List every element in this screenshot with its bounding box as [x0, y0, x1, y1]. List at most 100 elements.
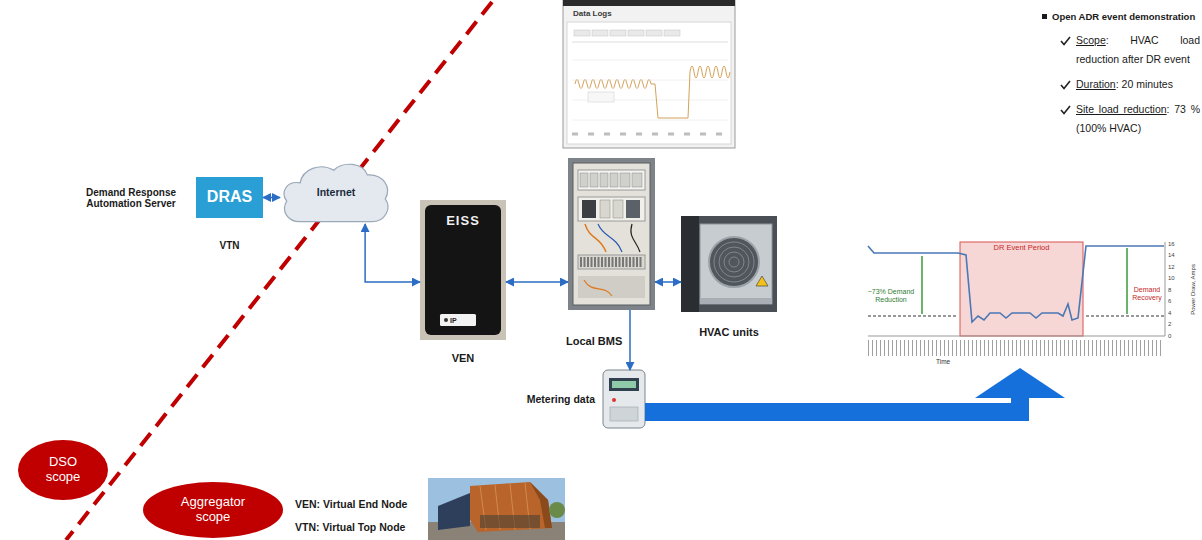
data-log-screenshot: Data Logs: [563, 0, 735, 148]
bms-cabinet-photo-part-part: [590, 173, 598, 187]
meter-photo: [603, 370, 645, 428]
bms-cabinet-photo-part-part: [610, 173, 618, 187]
hvac-unit-photo-part-part: [724, 252, 744, 272]
ven-device-photo: [420, 200, 506, 340]
data-log-screenshot-part: [574, 30, 680, 36]
link-arrow: [263, 197, 280, 198]
tick-label: 14: [1168, 252, 1175, 259]
bullet-item: Duration: 20 minutes: [1040, 75, 1200, 94]
link-arrow: [365, 224, 420, 282]
bms-cabinet-photo-part: [613, 200, 623, 218]
hvac-unit-photo-part: [681, 216, 699, 312]
hvac-unit-photo-part: [700, 298, 772, 304]
ven-device-photo-part: [440, 314, 476, 326]
data-log-screenshot-part-part: [592, 30, 608, 36]
data-log-screenshot-part: [563, 0, 735, 6]
link-arrow: [655, 282, 681, 283]
tick-label: 4: [1168, 310, 1171, 317]
meter-photo-part: [612, 398, 616, 402]
server-box: Demand Response Automation ServerDRASVTN: [196, 177, 263, 218]
hvac-unit-photo-part-part: [729, 257, 739, 267]
hvac-unit: HVAC units: [681, 216, 777, 312]
bms-cabinet-photo-part: [631, 224, 640, 252]
data-log-screenshot-part: [588, 92, 614, 102]
hvac-unit-photo: [681, 216, 777, 312]
bullet-heading: Open ADR event demonstration: [1052, 11, 1195, 22]
bms-cabinet-photo-part: [578, 197, 645, 221]
bms-cabinet-photo-part: [578, 255, 645, 269]
bullet-list: Open ADR event demonstrationScope: HVAC …: [1040, 8, 1200, 138]
meter-photo-part: [603, 370, 645, 428]
scope-label: DSO scope: [37, 455, 89, 485]
demand-chart-part: [1126, 248, 1128, 314]
bms-cabinet: Local BMS: [568, 158, 655, 310]
data-flow-arrow: [645, 398, 1020, 412]
arrow-head: [975, 368, 1065, 398]
device-label: Local BMS: [566, 335, 622, 348]
bms-cabinet-photo-part: [600, 200, 610, 218]
data-log-screenshot-part-part: [572, 120, 728, 121]
bullet-item: Site load reduction: 73 % (100% HVAC): [1040, 100, 1200, 138]
bms-cabinet-photo-part: [598, 224, 622, 252]
link-arrow: [655, 281, 681, 283]
hvac-unit-photo-part: [756, 276, 768, 286]
meter-photo-part: [609, 378, 639, 391]
building-photo-part: [480, 515, 540, 528]
demand-chart-part: [868, 340, 1164, 356]
meter-photo-part: [612, 381, 636, 388]
bms-cabinet-photo-part: [573, 163, 650, 305]
ven-device-photo-part: [420, 200, 506, 340]
check-mark: [1060, 105, 1071, 115]
device-tag: IP: [450, 317, 457, 325]
bullet-key: Scope: [1076, 34, 1106, 46]
bms-cabinet-photo-part-part: [600, 173, 608, 187]
demand-chart: DR Event Period~73% Demand ReductionDema…: [858, 238, 1182, 368]
energy-meter: Metering data: [603, 370, 645, 428]
demand-chart-part: [868, 246, 1164, 322]
bullet-text: : 20 minutes: [1116, 78, 1173, 90]
link-arrow: [506, 281, 568, 283]
hvac-unit-photo-part-part: [719, 247, 749, 277]
internet-cloud: Internet: [280, 160, 392, 224]
bms-cabinet-photo-part: [568, 158, 655, 310]
server-label: DRAS: [207, 188, 252, 206]
data-log-screenshot-part: [572, 60, 728, 120]
check-mark: [1061, 106, 1070, 114]
cloud-outline: [284, 164, 388, 221]
data-flow-arrow: [645, 368, 1065, 412]
bms-cabinet-photo-part-part: [632, 173, 642, 187]
building-photo-part: [549, 502, 565, 518]
bullet-heading-row: Open ADR event demonstration: [1040, 8, 1200, 25]
ven-device: EISSIPVEN: [420, 200, 506, 340]
check-mark: [1060, 80, 1071, 90]
bms-cabinet-photo-part: [626, 200, 640, 218]
bms-cabinet-photo-part: [580, 257, 643, 267]
data-log-screenshot-part-part: [572, 60, 728, 61]
axis-title: Time: [936, 358, 950, 365]
link-arrow: [365, 224, 420, 282]
demand-chart-part: [921, 256, 923, 314]
bms-cabinet-photo-part: [578, 170, 645, 190]
bullet-key: Site load reduction: [1076, 103, 1167, 115]
check-mark: [1061, 37, 1070, 45]
bullet-item: Scope: HVAC load reduction after DR even…: [1040, 31, 1200, 69]
bms-cabinet-photo-part: [585, 224, 606, 252]
data-log-screenshot-part: [572, 133, 728, 136]
hvac-unit-photo-part: [681, 216, 777, 312]
hvac-unit-photo-part: [709, 237, 759, 287]
tick-label: 16: [1168, 241, 1175, 248]
scope-ellipse: DSO scope: [18, 440, 108, 500]
bms-cabinet-photo: [568, 158, 655, 310]
link-arrow: [506, 282, 568, 283]
bms-cabinet-photo-part-part: [620, 173, 630, 187]
bullet-key: Duration: [1076, 78, 1116, 90]
device-label: Metering data: [505, 393, 595, 405]
tick-label: 12: [1168, 264, 1175, 271]
link-arrow: [630, 310, 631, 370]
device-label: HVAC units: [657, 326, 801, 339]
bms-cabinet-photo-part: [580, 173, 642, 187]
axis-title: Power Draw, Amps: [1190, 261, 1197, 317]
bms-cabinet-photo-part: [578, 276, 645, 298]
tick-label: 8: [1168, 287, 1171, 294]
